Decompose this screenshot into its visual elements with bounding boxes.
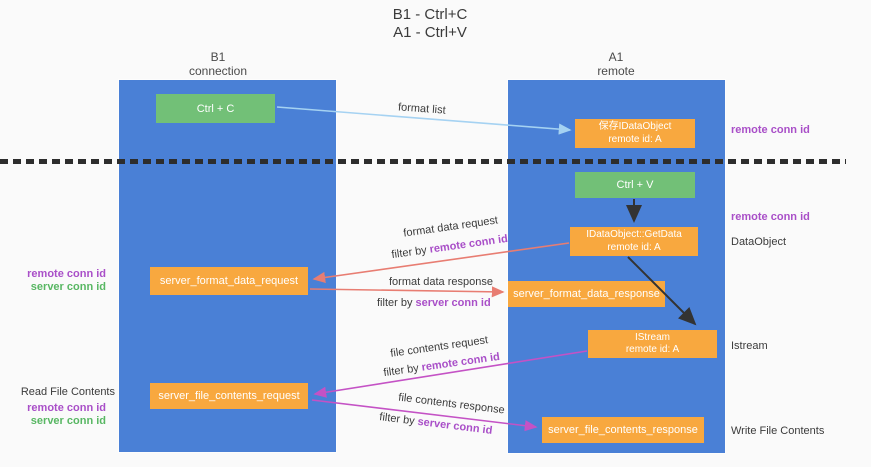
istream-line2: remote id: A <box>625 344 680 355</box>
annotation-istream: Istream <box>731 340 768 352</box>
lane-header-b1: B1 connection <box>110 50 326 78</box>
flow-label-format-data-response: format data response <box>389 276 493 288</box>
istream-line1: IStream <box>634 331 670 343</box>
filter-prefix: filter by <box>378 411 416 428</box>
save-dataobject-line2: remote id: A <box>608 133 662 145</box>
lane-a1-name: A1 <box>608 50 624 64</box>
diagram-title: B1 - Ctrl+C A1 - Ctrl+V <box>330 6 530 42</box>
annotation-remote-conn-id-mid: remote conn id <box>731 211 810 223</box>
filter-prefix: filter by <box>377 297 413 309</box>
getdata-line2: remote id: A <box>607 241 661 253</box>
copy-paste-divider-line <box>0 159 846 164</box>
annotation-left-remote-conn-id-top: remote conn id <box>27 268 106 280</box>
annotation-left-server-conn-id-top: server conn id <box>30 281 106 293</box>
flow-label-file-contents-response: file contents response <box>397 391 506 417</box>
ctrl-c-label: Ctrl + C <box>196 102 235 115</box>
server-format-data-request-label: server_format_data_request <box>159 275 299 287</box>
lane-b1-role: connection <box>188 64 248 78</box>
ctrl-c-node: Ctrl + C <box>156 94 275 123</box>
annotation-left-server-conn-id-bottom: server conn id <box>30 415 106 427</box>
lane-a1-role: remote <box>597 64 635 78</box>
annotation-write-file-contents: Write File Contents <box>731 425 825 437</box>
filter-keyword: remote conn id <box>420 350 501 374</box>
filter-keyword: remote conn id <box>428 232 509 256</box>
save-dataobject-line1: 保存IDataObject <box>598 121 672 132</box>
server-file-contents-response-node: server_file_contents_response <box>542 417 704 443</box>
save-dataobject-node: 保存IDataObject remote id: A <box>575 119 695 148</box>
getdata-line1: IDataObject::GetData <box>586 229 682 240</box>
server-file-contents-request-node: server_file_contents_request <box>150 383 308 409</box>
annotation-read-file-contents: Read File Contents <box>20 386 115 398</box>
title-line-1: B1 - Ctrl+C <box>392 6 468 23</box>
server-format-data-response-node: server_format_data_response <box>508 281 665 307</box>
arrow-format-data-response <box>309 286 505 298</box>
lane-b1-name: B1 <box>210 50 226 64</box>
filter-keyword: server conn id <box>416 415 493 437</box>
lane-header-a1: A1 remote <box>508 50 724 78</box>
getdata-node: IDataObject::GetData remote id: A <box>570 227 698 256</box>
title-line-2: A1 - Ctrl+V <box>393 24 467 41</box>
server-format-data-request-node: server_format_data_request <box>150 267 308 295</box>
server-file-contents-request-label: server_file_contents_request <box>158 390 300 402</box>
annotation-dataobject: DataObject <box>731 236 787 248</box>
ctrl-v-label: Ctrl + V <box>616 179 654 191</box>
istream-node: IStream remote id: A <box>588 330 717 358</box>
server-file-contents-response-label: server_file_contents_response <box>548 424 698 436</box>
flow-label-format-list: format list <box>397 101 447 117</box>
annotation-left-remote-conn-id-bottom: remote conn id <box>27 402 106 414</box>
ctrl-v-node: Ctrl + V <box>575 172 695 198</box>
filter-keyword: server conn id <box>415 297 491 309</box>
filter-prefix: filter by <box>382 362 420 380</box>
server-format-data-response-label: server_format_data_response <box>513 288 660 300</box>
filter-prefix: filter by <box>390 244 428 262</box>
annotation-remote-conn-id-top: remote conn id <box>731 124 810 136</box>
